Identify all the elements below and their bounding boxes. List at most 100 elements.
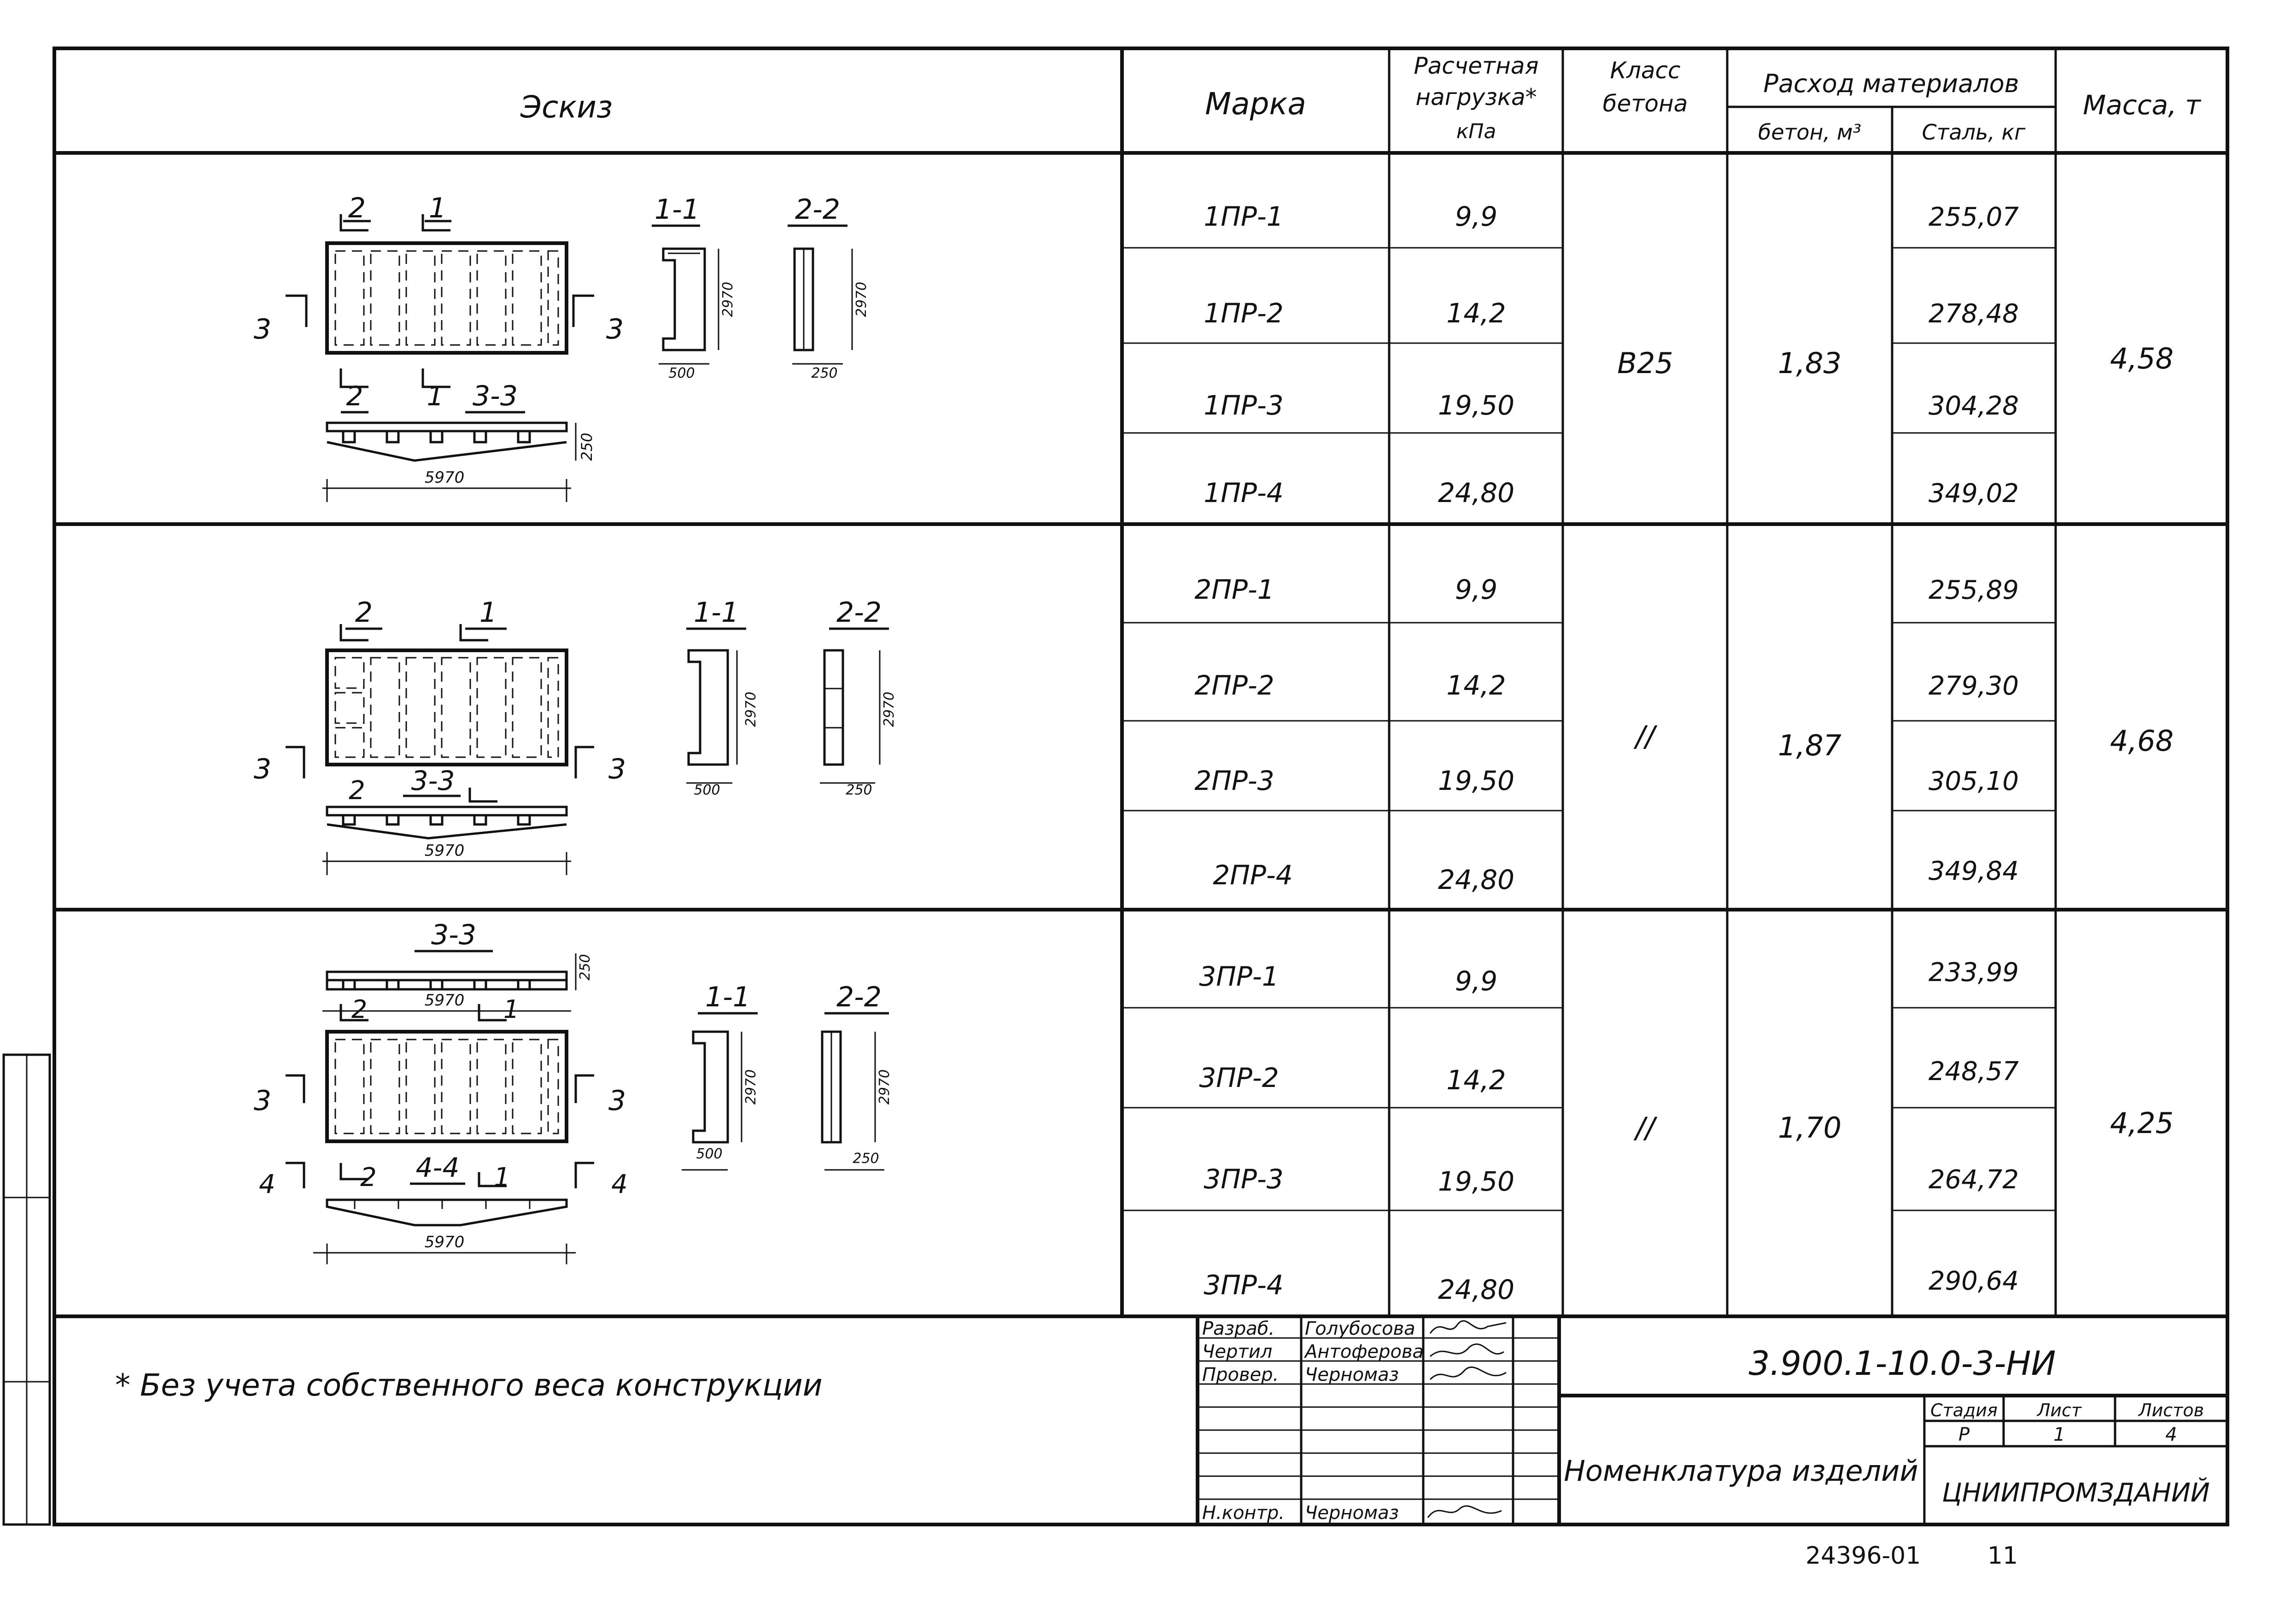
title-block-name: Голубосова bbox=[1305, 1318, 1415, 1339]
section-label-3-3: 3-3 bbox=[473, 380, 518, 412]
section-label-2-2: 2-2 bbox=[836, 981, 882, 1013]
dimension-flange: 250 bbox=[846, 782, 872, 798]
table-header: Эскиз Марка Расчетная нагрузка* кПа Клас… bbox=[520, 53, 2202, 145]
dimension-rib: 500 bbox=[696, 1146, 722, 1162]
table-cell-steel: 233,99 bbox=[1929, 958, 2019, 987]
sketch-panel-3: 3-3 250 5970 2 1 3 3 4 4 2 4-4 bbox=[254, 919, 893, 1264]
section-mark-3: 3 bbox=[254, 313, 271, 345]
table-cell-mark: 2ПР-2 bbox=[1194, 670, 1274, 701]
section-mark-1: 1 bbox=[494, 1163, 510, 1192]
section-label-3-3: 3-3 bbox=[411, 765, 455, 796]
signature-norm-control bbox=[1427, 1505, 1502, 1518]
document-title: Номенклатура изделий bbox=[1564, 1454, 1918, 1488]
section-mark-1: 1 bbox=[479, 596, 497, 629]
header-mark: Марка bbox=[1205, 86, 1306, 122]
dimension-length: 5970 bbox=[425, 991, 465, 1010]
section-mark-3: 3 bbox=[254, 1085, 271, 1117]
table-cell-concrete-volume: 1,83 bbox=[1778, 346, 1841, 380]
dimension-flange: 250 bbox=[853, 1151, 879, 1167]
title-block-name: Антоферова bbox=[1303, 1341, 1424, 1362]
organization-name: ЦНИИПРОМЗДАНИЙ bbox=[1942, 1478, 2210, 1508]
signature-checker bbox=[1429, 1366, 1507, 1380]
table-cell-mark: 1ПР-1 bbox=[1204, 201, 1283, 232]
document-code: 3.900.1-10.0-3-НИ bbox=[1749, 1344, 2056, 1383]
table-cell-steel: 305,10 bbox=[1929, 766, 2019, 796]
dimension-width: 2970 bbox=[720, 282, 736, 317]
table-cell-steel: 279,30 bbox=[1929, 671, 2019, 701]
table-cell-mass: 4,68 bbox=[2110, 724, 2174, 758]
table-cell-steel: 290,64 bbox=[1929, 1266, 2019, 1296]
table-cell-mark: 3ПР-2 bbox=[1199, 1062, 1279, 1093]
section-mark-4: 4 bbox=[259, 1169, 275, 1199]
rib-cells bbox=[334, 1039, 559, 1134]
rib-cells bbox=[334, 250, 559, 346]
section-label-2-2: 2-2 bbox=[836, 596, 882, 629]
header-mass: Масса, т bbox=[2083, 89, 2202, 121]
header-concrete: бетон, м³ bbox=[1758, 120, 1861, 145]
signature-drafter bbox=[1430, 1343, 1504, 1357]
nomenclature-table-grid bbox=[54, 48, 2227, 1318]
section-mark-3: 3 bbox=[608, 1085, 626, 1117]
header-load-line2: нагрузка* bbox=[1415, 84, 1537, 111]
table-cell-concrete-class: // bbox=[1633, 719, 1658, 753]
dimension-length: 5970 bbox=[425, 841, 465, 860]
section-mark-2: 2 bbox=[346, 380, 363, 412]
group-2: 2ПР-1 9,9 255,89 2ПР-2 14,2 279,30 2ПР-3… bbox=[1194, 574, 2174, 895]
table-cell-load: 14,2 bbox=[1446, 1064, 1506, 1096]
sheet-label: Лист bbox=[2036, 1400, 2082, 1420]
table-cell-mass: 4,25 bbox=[2110, 1106, 2174, 1140]
section-mark-3: 3 bbox=[606, 313, 624, 345]
section-mark-2: 2 bbox=[355, 596, 373, 629]
sketch-panel-1: 2 1 3 3 2 1 3-3 250 5970 1-1 2970 bbox=[254, 192, 870, 502]
dimension-rib: 500 bbox=[668, 365, 695, 381]
dimension-rib: 500 bbox=[694, 782, 720, 798]
table-cell-mark: 3ПР-3 bbox=[1204, 1163, 1283, 1195]
section-label-2-2: 2-2 bbox=[795, 193, 840, 226]
table-cell-concrete-volume: 1,70 bbox=[1778, 1111, 1841, 1145]
table-cell-load: 24,80 bbox=[1438, 1274, 1514, 1305]
table-cell-concrete-volume: 1,87 bbox=[1778, 729, 1841, 762]
table-cell-load: 24,80 bbox=[1438, 864, 1514, 895]
dimension-flange: 250 bbox=[578, 432, 596, 461]
section-mark-4: 4 bbox=[611, 1169, 628, 1199]
table-cell-mark: 2ПР-1 bbox=[1194, 574, 1274, 605]
table-cell-steel: 278,48 bbox=[1929, 299, 2019, 329]
table-cell-load: 14,2 bbox=[1446, 670, 1506, 701]
section-mark-1: 1 bbox=[503, 995, 519, 1024]
table-cell-mark: 2ПР-4 bbox=[1213, 859, 1292, 891]
header-materials: Расход материалов bbox=[1763, 69, 2019, 98]
table-cell-load: 24,80 bbox=[1438, 477, 1514, 508]
table-cell-mark: 3ПР-4 bbox=[1204, 1269, 1283, 1301]
title-block-role: Чертил bbox=[1202, 1341, 1272, 1362]
header-steel: Сталь, кг bbox=[1922, 120, 2026, 145]
dimension-length: 5970 bbox=[425, 1233, 465, 1251]
section-label-1-1: 1-1 bbox=[694, 596, 739, 629]
section-label-4-4: 4-4 bbox=[416, 1152, 460, 1183]
section-mark-3: 3 bbox=[254, 753, 271, 785]
table-cell-mark: 2ПР-3 bbox=[1194, 765, 1274, 796]
header-load-line1: Расчетная bbox=[1414, 53, 1538, 79]
title-block-role: Провер. bbox=[1202, 1364, 1279, 1385]
stage-value: Р bbox=[1958, 1424, 1970, 1445]
group-1: 1ПР-1 9,9 255,07 1ПР-2 14,2 278,48 1ПР-3… bbox=[1204, 201, 2174, 508]
signature-developer bbox=[1429, 1320, 1507, 1334]
section-label-3-3: 3-3 bbox=[431, 919, 476, 951]
dimension-flange: 250 bbox=[811, 365, 837, 381]
table-cell-load: 9,9 bbox=[1455, 201, 1497, 232]
group-3: 3ПР-1 9,9 233,99 3ПР-2 14,2 248,57 3ПР-3… bbox=[1199, 958, 2174, 1305]
table-cell-steel: 264,72 bbox=[1929, 1165, 2019, 1195]
section-label-1-1: 1-1 bbox=[655, 193, 700, 226]
section-mark-2: 2 bbox=[348, 192, 366, 224]
table-cell-steel: 304,28 bbox=[1929, 391, 2019, 421]
rib-cells bbox=[334, 657, 559, 758]
section-label-1-1: 1-1 bbox=[705, 981, 750, 1013]
header-load-unit: кПа bbox=[1456, 120, 1496, 143]
table-cell-load: 14,2 bbox=[1446, 298, 1506, 329]
dimension-width: 2970 bbox=[881, 692, 897, 727]
header-sketch: Эскиз bbox=[520, 89, 613, 125]
header-class-line1: Класс bbox=[1610, 57, 1680, 84]
archive-number: 24396-01 bbox=[1806, 1542, 1921, 1570]
section-mark-1: 1 bbox=[429, 192, 446, 224]
table-cell-mark: 1ПР-4 bbox=[1204, 477, 1283, 508]
